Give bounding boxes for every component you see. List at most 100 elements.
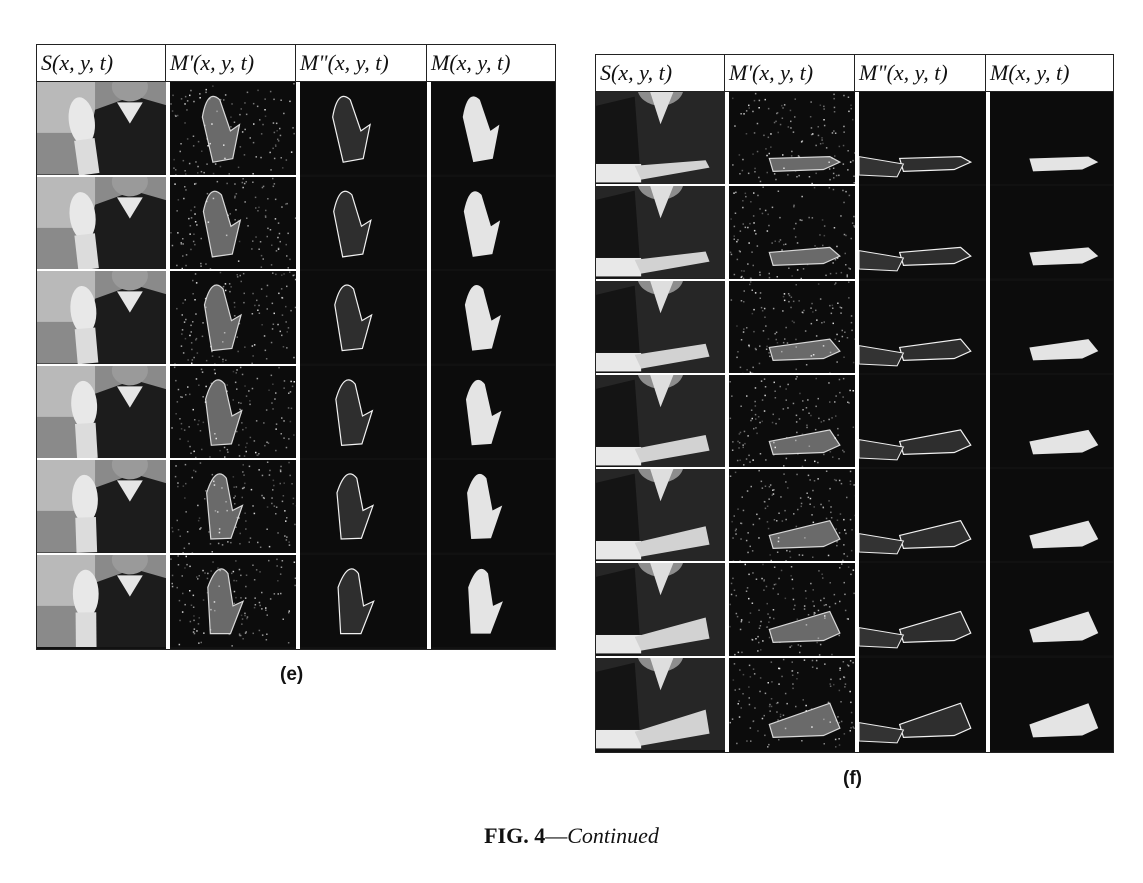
motion-double-prime-column bbox=[300, 82, 427, 649]
mask-frame bbox=[990, 563, 1113, 657]
motion-prime-frame bbox=[170, 271, 297, 366]
motion-prime-frame bbox=[170, 460, 298, 555]
panel-f-image-grid bbox=[596, 68, 1113, 752]
caption-dash: — bbox=[545, 823, 568, 848]
motion-prime-frame bbox=[729, 469, 857, 564]
frame-image bbox=[990, 469, 1113, 562]
figure-caption: FIG. 4—Continued bbox=[0, 823, 1143, 849]
mask-frame bbox=[990, 92, 1113, 186]
frame-image bbox=[596, 351, 725, 468]
frame-image bbox=[300, 460, 427, 553]
frame-image bbox=[37, 544, 166, 648]
frame-image bbox=[300, 554, 427, 647]
motion-double-prime-frame bbox=[858, 186, 986, 280]
header-source: S(x, y, t) bbox=[37, 45, 166, 81]
frame-image bbox=[431, 460, 555, 553]
frame-image bbox=[729, 563, 855, 657]
header-motion-prime: M'(x, y, t) bbox=[166, 45, 296, 81]
source-image-frame bbox=[596, 163, 725, 281]
motion-double-prime-frame bbox=[300, 176, 427, 272]
mask-frame bbox=[990, 280, 1113, 375]
mask-column bbox=[431, 82, 555, 649]
frame-image bbox=[37, 449, 166, 553]
mask-frame bbox=[431, 460, 555, 555]
mask-frame bbox=[431, 365, 555, 461]
motion-double-prime-frame bbox=[858, 469, 986, 563]
frame-image bbox=[858, 374, 986, 468]
figure-caption-suffix: Continued bbox=[567, 823, 659, 848]
frame-image bbox=[858, 186, 986, 279]
frame-image bbox=[858, 92, 986, 185]
header-mask: M(x, y, t) bbox=[431, 50, 511, 75]
header-mask: M(x, y, t) bbox=[990, 60, 1070, 85]
motion-prime-frame bbox=[729, 92, 856, 187]
frame-image bbox=[990, 280, 1113, 373]
mask-frame bbox=[990, 374, 1113, 469]
frame-image bbox=[596, 446, 725, 562]
motion-prime-column bbox=[729, 92, 857, 752]
frame-image bbox=[729, 374, 855, 469]
frame-image bbox=[431, 176, 555, 269]
header-motion-double-prime: M"(x, y, t) bbox=[855, 55, 986, 91]
source-image-frame bbox=[37, 449, 166, 555]
mask-frame bbox=[431, 554, 555, 650]
motion-double-prime-frame bbox=[300, 460, 427, 555]
frame-image bbox=[729, 186, 857, 280]
motion-prime-frame bbox=[170, 176, 297, 271]
frame-image bbox=[431, 82, 555, 175]
frame-image bbox=[596, 68, 725, 185]
motion-prime-column bbox=[170, 82, 298, 650]
motion-double-prime-frame bbox=[858, 92, 986, 186]
panel-e-label: (e) bbox=[280, 664, 304, 685]
frame-image bbox=[858, 563, 986, 656]
motion-double-prime-frame bbox=[300, 554, 427, 650]
header-motion-double-prime: M"(x, y, t) bbox=[296, 45, 427, 81]
source-image-frame bbox=[37, 355, 166, 460]
panel-e: S(x, y, t) M'(x, y, t) M"(x, y, t) M(x, … bbox=[36, 44, 556, 650]
frame-image bbox=[37, 71, 166, 176]
frame-image bbox=[596, 163, 725, 279]
motion-prime-frame bbox=[170, 554, 297, 650]
mask-frame bbox=[990, 657, 1113, 752]
column-separator bbox=[427, 82, 431, 649]
panel-e-header-row: S(x, y, t) M'(x, y, t) M"(x, y, t) M(x, … bbox=[37, 45, 555, 82]
panel-e-image-grid bbox=[37, 71, 555, 650]
frame-image bbox=[300, 176, 427, 269]
frame-image bbox=[170, 554, 297, 647]
source-image-frame bbox=[596, 540, 725, 658]
frame-image bbox=[170, 271, 297, 365]
source-image-column bbox=[37, 71, 166, 649]
frame-image bbox=[990, 563, 1113, 656]
frame-image bbox=[300, 82, 427, 175]
frame-image bbox=[170, 365, 296, 458]
frame-image bbox=[729, 469, 857, 563]
frame-image bbox=[431, 271, 555, 364]
frame-image bbox=[37, 260, 166, 365]
source-image-frame bbox=[596, 68, 725, 187]
frame-image bbox=[37, 355, 166, 459]
motion-double-prime-frame bbox=[858, 374, 986, 469]
motion-prime-frame bbox=[729, 374, 855, 470]
panel-f-label: (f) bbox=[843, 768, 862, 789]
frame-image bbox=[858, 657, 986, 750]
motion-prime-frame bbox=[729, 657, 855, 752]
source-image-frame bbox=[596, 446, 725, 564]
panel-f: S(x, y, t) M'(x, y, t) M"(x, y, t) M(x, … bbox=[595, 54, 1114, 753]
motion-double-prime-frame bbox=[858, 657, 986, 752]
frame-image bbox=[431, 365, 555, 458]
motion-prime-frame bbox=[170, 82, 296, 177]
column-separator bbox=[296, 82, 300, 649]
source-image-frame bbox=[596, 257, 725, 375]
frame-image bbox=[596, 257, 725, 373]
mask-frame bbox=[431, 82, 555, 177]
motion-double-prime-frame bbox=[300, 271, 427, 366]
frame-image bbox=[170, 176, 297, 270]
motion-double-prime-frame bbox=[300, 365, 427, 461]
motion-double-prime-frame bbox=[300, 82, 427, 177]
frame-image bbox=[858, 469, 986, 562]
mask-frame bbox=[431, 271, 555, 366]
source-image-frame bbox=[37, 71, 166, 177]
frame-image bbox=[729, 657, 855, 750]
column-separator bbox=[986, 92, 990, 752]
frame-image bbox=[990, 186, 1113, 279]
